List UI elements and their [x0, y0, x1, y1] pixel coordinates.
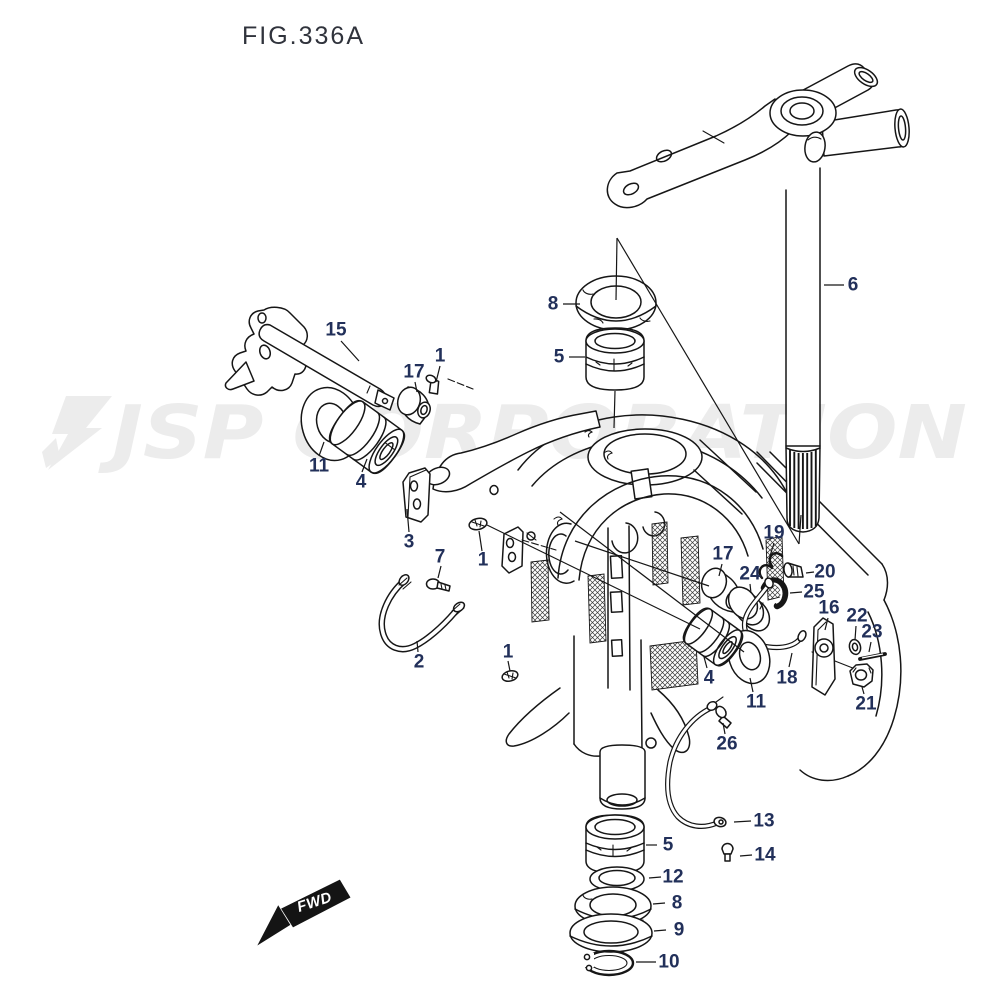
part-label-10: 10: [658, 952, 679, 973]
bushing-4-right: [682, 607, 744, 667]
part-label-13: 13: [753, 811, 774, 832]
leader-line-15: [340, 340, 360, 362]
part-label-4-left: 4: [356, 472, 367, 493]
leader-line-19: [769, 542, 775, 557]
bolt-1-upper: [425, 374, 440, 395]
leader-line-11-left: [318, 441, 325, 457]
tilt-rod: [224, 306, 395, 411]
leader-line-4-left: [361, 458, 368, 473]
leader-line-2: [416, 640, 419, 653]
part-label-22: 22: [846, 606, 867, 627]
leader-line-24: [749, 583, 752, 594]
leader-line-21: [861, 686, 865, 695]
swivel-bracket: [425, 378, 902, 810]
leader-line-25: [789, 591, 803, 594]
part-label-1-middle: 1: [478, 550, 489, 571]
leader-line-9: [653, 929, 667, 932]
part-label-2: 2: [414, 652, 425, 673]
fwd-arrow: FWD: [257, 879, 351, 946]
leader-line-17-left: [414, 381, 418, 393]
bolt-20: [783, 562, 804, 578]
part-label-11-left: 11: [309, 456, 330, 477]
fwd-arrow-head-icon: [257, 905, 291, 946]
leader-line-8-bottom: [652, 902, 666, 905]
part-label-8-top: 8: [548, 294, 559, 315]
leader-line-23: [868, 641, 872, 653]
leader-line-26: [722, 722, 726, 735]
leader-line-3: [406, 508, 410, 533]
leader-line-20: [805, 571, 815, 574]
leader-line-16: [824, 617, 829, 631]
nut-21: [849, 663, 874, 688]
part-label-20: 20: [814, 562, 835, 583]
part-label-19: 19: [763, 523, 784, 544]
left-mount-set: [300, 374, 440, 475]
screw-14: [721, 842, 734, 862]
part-label-5-bottom: 5: [663, 835, 674, 856]
ground-cable: [665, 696, 734, 862]
bolt-7: [425, 578, 451, 592]
leader-line-4-right: [703, 656, 708, 669]
part-label-5-top: 5: [554, 347, 565, 368]
leader-line-22: [854, 625, 857, 641]
clamp-tube-2: [378, 573, 466, 653]
part-label-17-right: 17: [712, 544, 733, 565]
bushing-4-left: [328, 399, 406, 475]
part-label-24: 24: [739, 564, 761, 585]
part-label-12: 12: [662, 867, 683, 888]
leader-line-14: [739, 854, 753, 857]
part-label-25: 25: [803, 582, 825, 603]
watermark-logo-icon: [48, 396, 112, 470]
watermark-logo-icon-2: [42, 438, 60, 468]
leader-line-1-upper: [435, 365, 441, 383]
part-label-8-bottom: 8: [672, 893, 683, 914]
leader-line-18: [788, 652, 793, 668]
figure-title: FIG.336A: [242, 22, 365, 50]
part-label-9: 9: [674, 920, 685, 941]
part-label-23: 23: [861, 622, 882, 643]
part-label-15: 15: [325, 320, 347, 341]
locator-lines: [486, 237, 802, 653]
fwd-arrow-tail-icon: [281, 879, 351, 928]
pin-23: [858, 652, 887, 661]
snap-ring-10: [580, 949, 635, 977]
leader-line-12: [648, 876, 662, 879]
clamp-19: [758, 552, 784, 580]
bushing-17-left: [396, 386, 431, 425]
nut-1-lower: [501, 669, 519, 683]
part-label-1-lower: 1: [503, 642, 514, 663]
right-pivot-set: [682, 552, 887, 696]
part-number-labels: 1112344556788910111112131415161717181920…: [309, 275, 883, 973]
lower-left-fasteners: [378, 467, 519, 683]
part-label-3: 3: [404, 532, 415, 553]
bolt-26: [715, 705, 732, 729]
part-label-6: 6: [848, 275, 859, 296]
part-label-18: 18: [776, 668, 797, 689]
part-label-16: 16: [818, 598, 839, 619]
nut-1-middle: [468, 517, 488, 531]
leader-line-17-right: [718, 563, 723, 577]
part-label-1-upper: 1: [435, 346, 446, 367]
leader-line-13: [733, 820, 752, 823]
part-label-26: 26: [716, 734, 737, 755]
leader-line-1-lower: [507, 660, 511, 672]
part-label-17-left: 17: [403, 362, 424, 383]
part-label-7: 7: [435, 547, 446, 568]
part-label-11-right: 11: [746, 692, 767, 713]
leader-line-1-middle: [478, 530, 483, 552]
washer-22: [848, 638, 862, 656]
leader-line-7: [437, 565, 442, 579]
part-label-14: 14: [754, 845, 776, 866]
upper-seal-stack: [575, 275, 657, 391]
part-label-4-right: 4: [704, 668, 715, 689]
bracket-16: [811, 617, 836, 696]
leader-line-11-right: [749, 677, 754, 693]
part-label-21: 21: [855, 694, 877, 715]
lower-seal-stack: [569, 814, 653, 977]
steering-arm-shaft: [606, 63, 910, 533]
